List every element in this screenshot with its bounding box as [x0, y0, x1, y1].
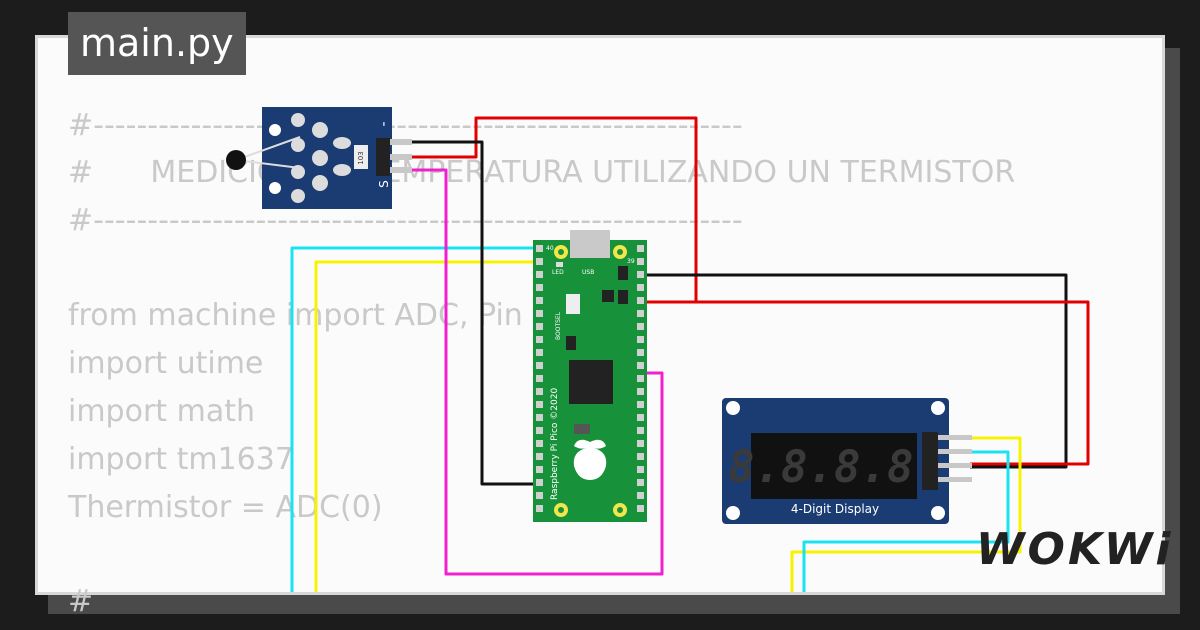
- bootsel-button[interactable]: [566, 294, 580, 314]
- bootsel-label: BOOTSEL: [555, 311, 562, 340]
- led-icon: [556, 262, 563, 267]
- pin-number-39: 39: [627, 258, 635, 265]
- resistor-label: 103: [357, 151, 365, 164]
- code-line-2: # MEDICIÓN DE TEMPERATURA UTILIZANDO UN …: [68, 155, 1016, 190]
- display-label: 4-Digit Display: [791, 502, 879, 516]
- wire-black-sensor[interactable]: [408, 140, 540, 486]
- segment-digits: 8.8.8.8.: [728, 442, 940, 493]
- wokwi-logo: WOKWi: [976, 524, 1174, 575]
- wire-black-display[interactable]: [636, 273, 1068, 469]
- thermistor-module[interactable]: 103 - S: [226, 107, 412, 209]
- tm1637-display[interactable]: 8.8.8.8. 4-Digit Display: [722, 398, 972, 524]
- code-line-3: #---------------------------------------…: [68, 203, 743, 238]
- code-line-6: import math: [68, 394, 255, 429]
- code-line-1: #---------------------------------------…: [68, 108, 743, 143]
- wire-cyan-display[interactable]: [802, 450, 1010, 600]
- seven-segment-screen: [751, 433, 917, 499]
- led-label: LED: [552, 269, 564, 276]
- usb-port: [570, 230, 610, 258]
- rp2040-chip: [569, 360, 613, 404]
- code-line-9: #: [68, 584, 94, 619]
- board-name-label: Raspberry Pi Pico ©2020: [550, 388, 560, 500]
- thermistor-bead-icon: [226, 150, 246, 170]
- code-line-5: import utime: [68, 346, 264, 381]
- usb-label: USB: [582, 269, 594, 276]
- pin-label-s: S: [377, 180, 391, 188]
- wire-yellow-left[interactable]: [314, 260, 540, 600]
- wire-cyan-left[interactable]: [290, 246, 540, 600]
- file-tab[interactable]: main.py: [68, 12, 246, 75]
- wire-red-display[interactable]: [636, 300, 1090, 466]
- raspberry-pi-pico[interactable]: LED USB 40 39 BOOTSEL Raspberry Pi Pico …: [533, 230, 647, 522]
- pin-number-40: 40: [546, 245, 554, 252]
- pico-pin-rows: [536, 245, 644, 512]
- raspberry-logo-icon: [573, 439, 607, 480]
- wire-yellow-display[interactable]: [790, 436, 1022, 600]
- pin-label-minus: -: [376, 121, 392, 126]
- code-line-7: import tm1637: [68, 442, 294, 477]
- wire-magenta-sensor[interactable]: [408, 168, 664, 576]
- code-line-4: from machine import ADC, Pin: [68, 298, 523, 333]
